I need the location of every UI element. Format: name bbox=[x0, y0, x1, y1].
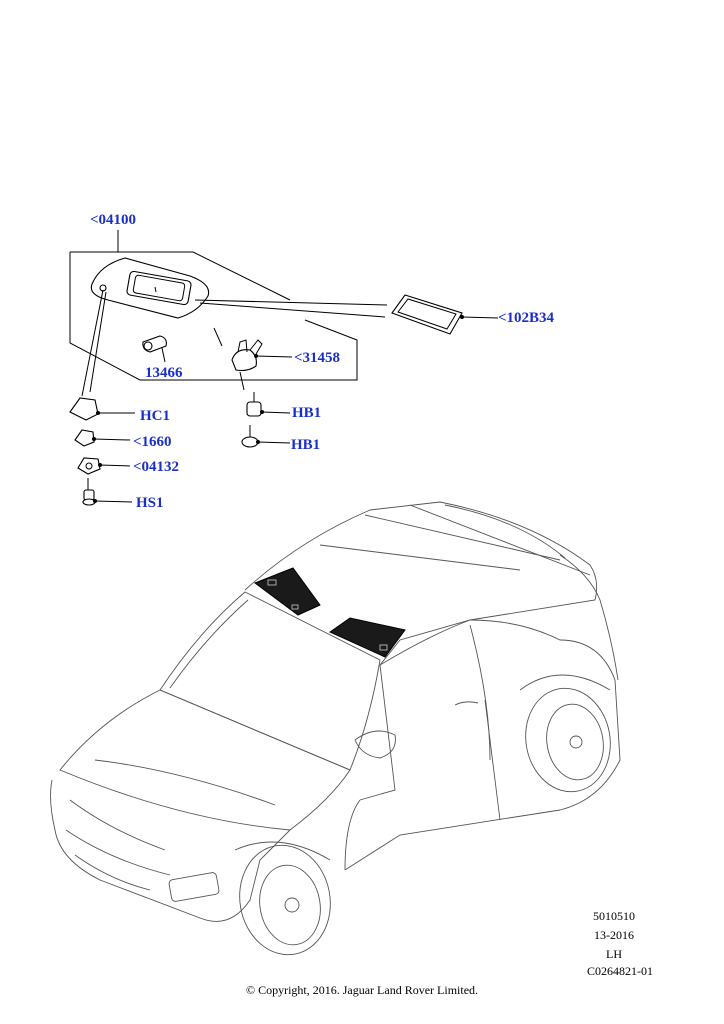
callout-31458[interactable]: <31458 bbox=[294, 350, 341, 366]
clip-1660[interactable] bbox=[74, 429, 131, 447]
callout-hs1[interactable]: HS1 bbox=[136, 495, 164, 511]
meta-side: LH bbox=[606, 947, 622, 961]
meta-date: 13-2016 bbox=[594, 928, 634, 942]
sun-visor[interactable] bbox=[90, 257, 210, 319]
leader-visor-mirror-1 bbox=[194, 299, 388, 306]
callout-hb1-upper[interactable]: HB1 bbox=[292, 405, 322, 421]
callout-04132[interactable]: <04132 bbox=[133, 459, 180, 475]
screw-hb1-lower[interactable] bbox=[241, 425, 291, 448]
leader-pivot-2 bbox=[89, 291, 107, 393]
callout-hb1-lower[interactable]: HB1 bbox=[291, 437, 321, 453]
group-bracket-04100 bbox=[69, 230, 358, 381]
meta-code: 5010510 bbox=[593, 909, 635, 923]
vehicle-visor-left-highlight bbox=[253, 567, 321, 616]
visor-clip-13466[interactable] bbox=[140, 335, 167, 381]
screw-hb1-upper[interactable] bbox=[246, 392, 291, 417]
callout-04100[interactable]: <04100 bbox=[90, 212, 137, 228]
callout-13466[interactable]: 13466 bbox=[145, 365, 183, 381]
copyright-notice: © Copyright, 2016. Jaguar Land Rover Lim… bbox=[245, 983, 479, 997]
leader-visor-mirror-2 bbox=[199, 302, 386, 318]
callout-102b34[interactable]: <102B34 bbox=[498, 310, 555, 326]
pivot-04132[interactable] bbox=[77, 457, 131, 475]
vehicle-visor-right-highlight bbox=[328, 617, 406, 658]
callout-hc1[interactable]: HC1 bbox=[140, 408, 170, 424]
screw-hs1[interactable] bbox=[82, 478, 133, 506]
meta-illustration-id: C0264821-01 bbox=[587, 964, 653, 978]
leader-pivot-1 bbox=[81, 289, 104, 397]
vanity-mirror[interactable] bbox=[391, 294, 499, 335]
callout-1660[interactable]: <1660 bbox=[133, 434, 172, 450]
vehicle-outline bbox=[50, 501, 621, 956]
cover-hc1[interactable] bbox=[69, 397, 135, 421]
visor-bracket-31458[interactable] bbox=[213, 327, 293, 391]
